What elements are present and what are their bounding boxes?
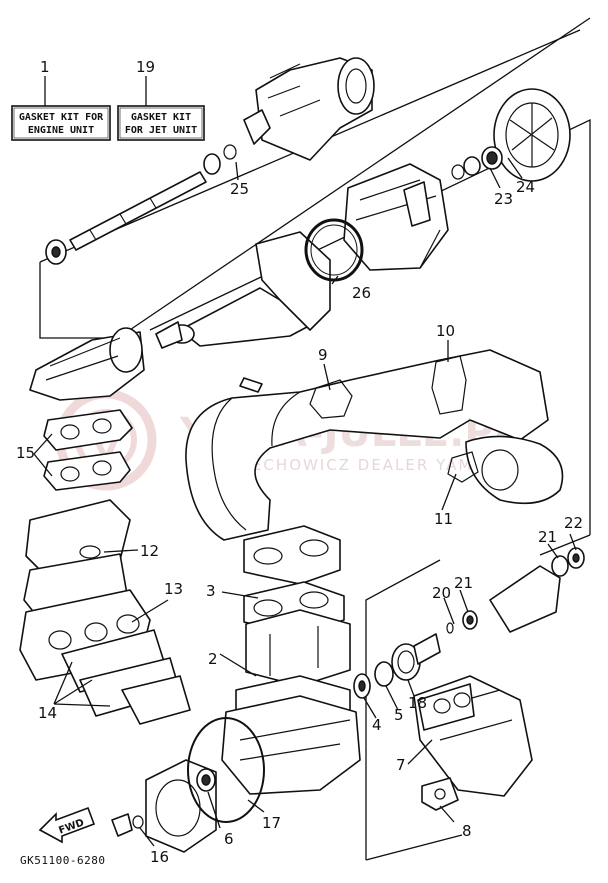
callout-10: 10 — [436, 322, 455, 340]
callout-16: 16 — [150, 848, 169, 866]
callout-13: 13 — [164, 580, 183, 598]
callout-12: 12 — [140, 542, 159, 560]
callout-14: 14 — [38, 704, 57, 722]
water-box — [29, 327, 145, 401]
kit-engine: GASKET KIT FOR ENGINE UNIT 1 — [11, 58, 111, 141]
part-16 — [111, 813, 144, 837]
watermark-tagline: WOJCIECHOWICZ DEALER YAMAHA — [196, 456, 511, 474]
gasket-8 — [421, 777, 459, 811]
callout-15: 15 — [16, 444, 35, 462]
kit-jet-line1: GASKET KIT — [131, 112, 191, 123]
kit-engine-line2: ENGINE UNIT — [28, 125, 94, 136]
o-ring-26 — [304, 218, 364, 282]
callouts: 2 3 4 5 6 7 8 9 10 11 12 13 14 15 16 17 … — [16, 178, 583, 866]
callout-8: 8 — [462, 822, 472, 840]
callout-24: 24 — [516, 178, 535, 196]
callout-20: 20 — [432, 584, 451, 602]
callout-21b: 21 — [538, 528, 557, 546]
pump-cover — [343, 163, 449, 271]
callout-9: 9 — [318, 346, 328, 364]
jet-pump-housing — [243, 57, 375, 161]
callout-11: 11 — [434, 510, 453, 528]
callout-2: 2 — [208, 650, 218, 668]
callout-6: 6 — [224, 830, 234, 848]
oil-seal-6 — [196, 768, 216, 792]
callout-5: 5 — [394, 706, 404, 724]
bolt — [239, 377, 263, 393]
callout-22: 22 — [564, 514, 583, 532]
callout-1: 1 — [40, 58, 50, 76]
kit-engine-line1: GASKET KIT FOR — [19, 112, 104, 123]
callout-4: 4 — [372, 716, 382, 734]
manifold-gaskets — [43, 409, 133, 491]
drive-shaft — [45, 144, 237, 265]
callout-19: 19 — [136, 58, 155, 76]
intake-manifold-gaskets — [19, 589, 191, 725]
callout-7: 7 — [396, 756, 406, 774]
drawing-code: GK51100-6280 — [20, 854, 105, 867]
exhaust-pipe — [185, 349, 564, 541]
intake-silencer — [413, 675, 533, 797]
callout-21a: 21 — [454, 574, 473, 592]
callout-26: 26 — [352, 284, 371, 302]
callout-18: 18 — [408, 694, 427, 712]
coupling-assembly — [353, 547, 585, 699]
leader-lines — [33, 157, 577, 847]
fwd-arrow-icon: FWD — [38, 806, 96, 844]
impeller-housing — [451, 88, 571, 182]
intake-duct — [155, 231, 331, 349]
crankcase — [221, 695, 361, 795]
kit-jet: GASKET KIT FOR JET UNIT 19 — [117, 58, 205, 141]
gaskets-exhaust — [309, 355, 479, 483]
callout-23: 23 — [494, 190, 513, 208]
callout-25: 25 — [230, 180, 249, 198]
callout-17: 17 — [262, 814, 281, 832]
callout-3: 3 — [206, 582, 216, 600]
kit-jet-line2: FOR JET UNIT — [125, 125, 197, 136]
